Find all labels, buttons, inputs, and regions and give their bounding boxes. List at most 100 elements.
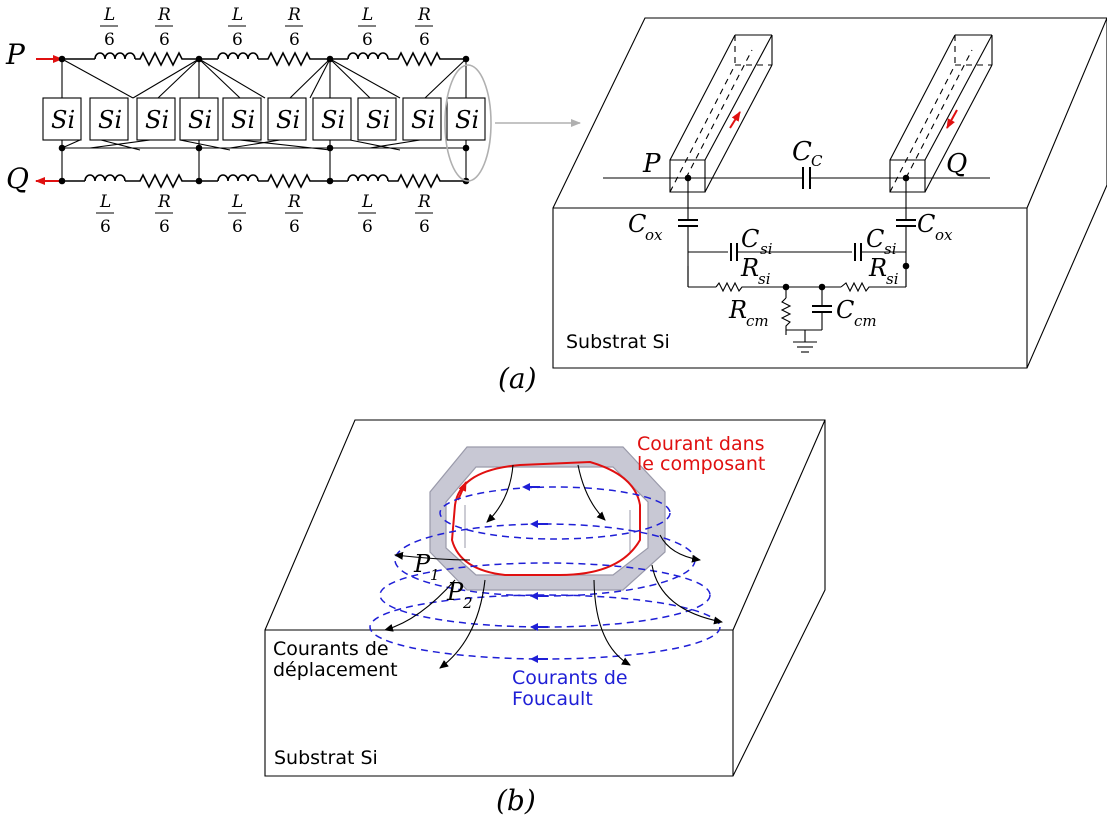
cox-right: C ox [896,178,953,287]
lumped-circuit: P Q L 6 [5,5,581,237]
substrate-label-b: Substrat Si [274,747,378,769]
svg-text:C: C [741,225,759,253]
rsi-branch: R si R si [687,254,907,293]
svg-text:L: L [103,5,115,25]
svg-text:Si: Si [188,106,212,134]
conductor-bar-left [669,34,773,193]
circuit-nodes [58,55,470,185]
zoom-highlight-ellipse [444,64,492,182]
svg-text:si: si [760,240,773,258]
eddy-label-2: Foucault [512,688,593,710]
svg-text:si: si [886,270,899,288]
svg-text:R: R [417,5,431,25]
svg-text:6: 6 [362,217,373,237]
svg-text:6: 6 [159,217,170,237]
top-rl-line [62,51,466,67]
svg-text:6: 6 [100,217,111,237]
svg-text:R: R [157,192,171,212]
component-current-loop [450,460,641,576]
si-block: Si [267,97,307,141]
port-p-label: P [5,38,26,71]
rcm-ccm-branch: R cm C cm [728,287,877,353]
svg-text:Si: Si [455,106,479,134]
svg-text:R: R [740,254,759,282]
component-current-label-1: Courant dans [637,433,765,455]
si-block: Si [312,97,352,141]
caption-b: (b) [496,784,536,817]
svg-text:6: 6 [232,30,243,50]
si-block: Si [402,97,442,141]
inductor-substrate-view: P 1 P 2 Courant dans le composant Couran… [264,419,826,777]
svg-text:6: 6 [362,30,373,50]
coupling-capacitor: C C [603,137,990,189]
caption-a: (a) [498,362,537,395]
displacement-label-2: déplacement [273,659,398,681]
p2-label: P [446,578,464,606]
svg-text:L: L [99,192,111,212]
svg-text:L: L [231,5,243,25]
substrate-label-a: Substrat Si [566,331,670,353]
displacement-label-1: Courants de [273,638,389,660]
svg-text:R: R [417,192,431,212]
conductor-bar-right [889,34,993,193]
cox-left: C ox [628,178,698,287]
svg-text:Si: Si [276,106,300,134]
svg-text:C: C [836,296,854,324]
p1-label: P [413,550,431,578]
svg-text:C: C [792,137,812,167]
svg-text:6: 6 [232,217,243,237]
svg-text:6: 6 [104,30,115,50]
svg-text:Si: Si [98,106,122,134]
svg-text:C: C [628,210,646,238]
svg-text:cm: cm [746,312,769,330]
si-block: Si [89,97,129,141]
si-block: Si [136,97,176,141]
spiral-coil [429,446,666,591]
svg-text:R: R [728,296,747,324]
svg-text:ox: ox [935,226,953,244]
displacement-currents [384,464,723,669]
svg-text:2: 2 [462,594,473,612]
si-block: Si [446,97,486,141]
top-fraction-labels: L 6 R 6 L 6 R 6 L 6 R 6 [100,5,433,50]
svg-text:R: R [868,254,887,282]
bottom-fraction-labels: L 6 R 6 L 6 R 6 L 6 R 6 [96,192,433,237]
svg-text:L: L [361,192,373,212]
svg-text:1: 1 [430,566,440,584]
svg-text:6: 6 [419,217,430,237]
si-block: Si [42,97,82,141]
svg-text:6: 6 [289,30,300,50]
svg-text:si: si [884,240,897,258]
svg-text:Si: Si [145,106,169,134]
svg-text:cm: cm [854,312,877,330]
svg-text:Si: Si [366,106,390,134]
svg-text:L: L [361,5,373,25]
csi-branch: C si C si [688,225,910,270]
port-p-substrate-label: P [642,149,661,179]
port-q-substrate-label: Q [946,149,967,179]
top-connections [61,58,467,99]
bottom-rl-line [62,173,466,189]
svg-text:6: 6 [419,30,430,50]
svg-text:6: 6 [289,217,300,237]
svg-text:6: 6 [159,30,170,50]
svg-text:R: R [157,5,171,25]
eddy-label-1: Courants de [512,667,628,689]
component-current-label-2: le composant [637,453,765,475]
svg-text:R: R [287,192,301,212]
port-q-label: Q [6,162,29,195]
svg-text:Si: Si [411,106,435,134]
svg-text:L: L [231,192,243,212]
svg-text:ox: ox [645,226,663,244]
bottom-connections [61,139,467,181]
svg-text:si: si [758,270,771,288]
component-current-arrow [457,481,467,501]
svg-text:C: C [917,210,935,238]
si-blocks: Si Si Si Si Si Si Si Si Si Si [42,97,486,141]
svg-text:C: C [866,225,884,253]
svg-text:Si: Si [321,106,345,134]
si-block: Si [179,97,219,141]
svg-text:R: R [287,5,301,25]
svg-text:Si: Si [231,106,255,134]
